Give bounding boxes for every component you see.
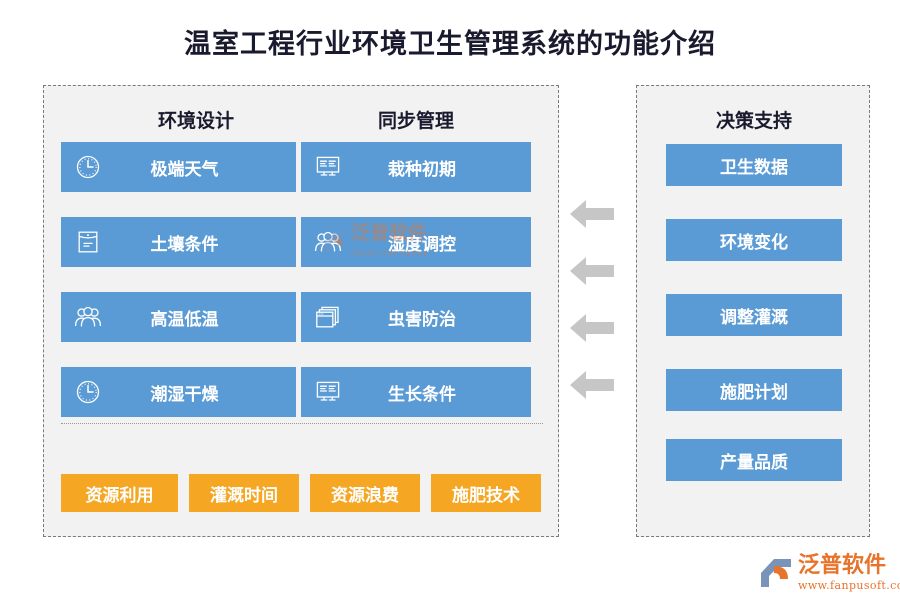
- rcard-health-data[interactable]: 卫生数据: [666, 144, 842, 186]
- rcard-adjust-irrigation[interactable]: 调整灌溉: [666, 294, 842, 336]
- card-label: 高温低温: [150, 309, 219, 330]
- tag-irrigation-time[interactable]: 灌溉时间: [189, 474, 299, 512]
- stacked-windows-icon: [301, 305, 355, 329]
- page-title: 温室工程行业环境卫生管理系统的功能介绍: [184, 29, 716, 60]
- presentation-board-icon: [301, 155, 355, 179]
- left-panel: 环境设计 同步管理 极端天气 土壤条件: [43, 85, 559, 537]
- rcard-environment-change[interactable]: 环境变化: [666, 219, 842, 261]
- tag-resource-utilization[interactable]: 资源利用: [61, 474, 178, 512]
- card-label: 潮湿干燥: [150, 384, 219, 405]
- column-header-design: 环境设计: [157, 110, 234, 132]
- section-divider: [61, 423, 543, 424]
- card-label: 土壤条件: [150, 234, 219, 255]
- arrow-left-icon: [569, 370, 615, 400]
- column-header-decision-support: 决策支持: [715, 110, 792, 132]
- card-label: 极端天气: [150, 159, 219, 180]
- arrow-left-icon: [569, 256, 615, 286]
- logo-company-name: 泛普软件: [798, 553, 887, 579]
- column-header-sync: 同步管理: [377, 110, 454, 132]
- card-humid-dry[interactable]: 潮湿干燥: [61, 367, 296, 417]
- card-label: 栽种初期: [388, 159, 456, 180]
- presentation-board-icon: [301, 380, 355, 404]
- clock-icon: [61, 154, 115, 180]
- arrow-left-icon: [569, 313, 615, 343]
- rcard-fertilization-plan[interactable]: 施肥计划: [666, 369, 842, 411]
- brand-mark-icon: [758, 556, 794, 590]
- right-panel: 决策支持 卫生数据 环境变化 调整灌溉 施肥计划 产量品质: [636, 85, 870, 537]
- card-growth-condition[interactable]: 生长条件: [301, 367, 531, 417]
- card-label: 湿度调控: [388, 234, 456, 255]
- card-soil-condition[interactable]: 土壤条件: [61, 217, 296, 267]
- card-pest-control[interactable]: 虫害防治: [301, 292, 531, 342]
- users-group-icon: [61, 305, 115, 329]
- rcard-yield-quality[interactable]: 产量品质: [666, 439, 842, 481]
- card-extreme-weather[interactable]: 极端天气: [61, 142, 296, 192]
- tag-fertilization-technology[interactable]: 施肥技术: [431, 474, 541, 512]
- clock-icon: [61, 379, 115, 405]
- arrow-left-icon: [569, 199, 615, 229]
- users-group-icon: [301, 230, 355, 254]
- logo-url: www.fanpusoft.com: [798, 578, 900, 592]
- card-label: 生长条件: [388, 384, 456, 405]
- card-humidity-control[interactable]: 湿度调控: [301, 217, 531, 267]
- card-planting-early-stage[interactable]: 栽种初期: [301, 142, 531, 192]
- tag-resource-waste[interactable]: 资源浪费: [310, 474, 420, 512]
- envelope-folder-icon: [61, 229, 115, 255]
- card-high-low-temperature[interactable]: 高温低温: [61, 292, 296, 342]
- card-label: 虫害防治: [388, 309, 456, 330]
- footer-logo: 泛普软件 www.fanpusoft.com: [758, 551, 900, 595]
